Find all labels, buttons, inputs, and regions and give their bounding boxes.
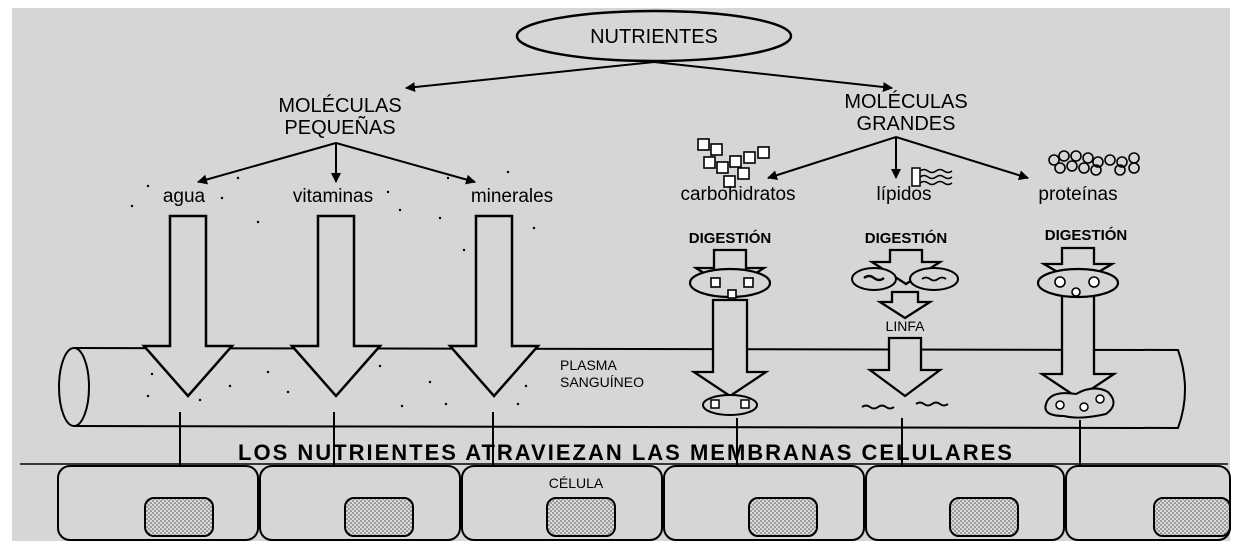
protein-chain-icon <box>1048 150 1140 176</box>
large-branches <box>767 136 1029 181</box>
carbohydrate-chain-icon <box>697 138 770 188</box>
lipid-icon <box>911 167 953 187</box>
cell-nuclei <box>144 497 1231 537</box>
lymph-label: LINFA <box>886 318 926 334</box>
arrow-agua <box>141 214 235 398</box>
enzyme-lipids <box>851 267 959 291</box>
item-proteinas: proteínas <box>1038 184 1117 205</box>
small-molecules-label-2: PEQUEÑAS <box>284 115 395 139</box>
lipids-digestion-path <box>866 248 944 398</box>
blood-vessel <box>58 347 1186 430</box>
digestion-label-lipids: DIGESTIÓN <box>865 229 948 247</box>
arrow-vitaminas <box>289 214 383 398</box>
small-branches <box>197 142 476 185</box>
root-branches <box>405 61 893 93</box>
large-molecules-label-2: GRANDES <box>857 113 956 135</box>
paper-background <box>12 8 1230 541</box>
enzyme-proteins <box>1036 267 1120 299</box>
item-agua: agua <box>163 186 206 207</box>
absorption-arrows <box>141 214 541 398</box>
arrow-minerales <box>447 214 541 398</box>
digestion-label-proteins: DIGESTIÓN <box>1045 226 1128 244</box>
membrane-banner: LOS NUTRIENTES ATRAVIEZAN LAS MEMBRANAS … <box>238 440 1014 465</box>
plasma-label-1: PLASMA <box>560 357 617 373</box>
absorbed-fatty-acids <box>861 401 949 410</box>
plasma-label-2: SANGUÍNEO <box>560 374 644 390</box>
enzyme-carbs <box>688 267 772 299</box>
large-molecules-label-1: MOLÉCULAS <box>844 90 967 113</box>
small-molecules-label-1: MOLÉCULAS <box>278 94 401 117</box>
absorbed-amino-acids <box>1044 387 1115 419</box>
digestion-label-carbs: DIGESTIÓN <box>689 229 772 247</box>
cell-label: CÉLULA <box>549 475 604 491</box>
absorbed-glucose <box>702 394 758 416</box>
item-carbohidratos: carbohidratos <box>680 184 795 205</box>
item-vitaminas: vitaminas <box>293 186 373 207</box>
item-lipidos: lípidos <box>877 184 932 205</box>
root-label: NUTRIENTES <box>590 26 718 48</box>
root-ellipse <box>515 9 793 63</box>
item-minerales: minerales <box>471 186 553 207</box>
